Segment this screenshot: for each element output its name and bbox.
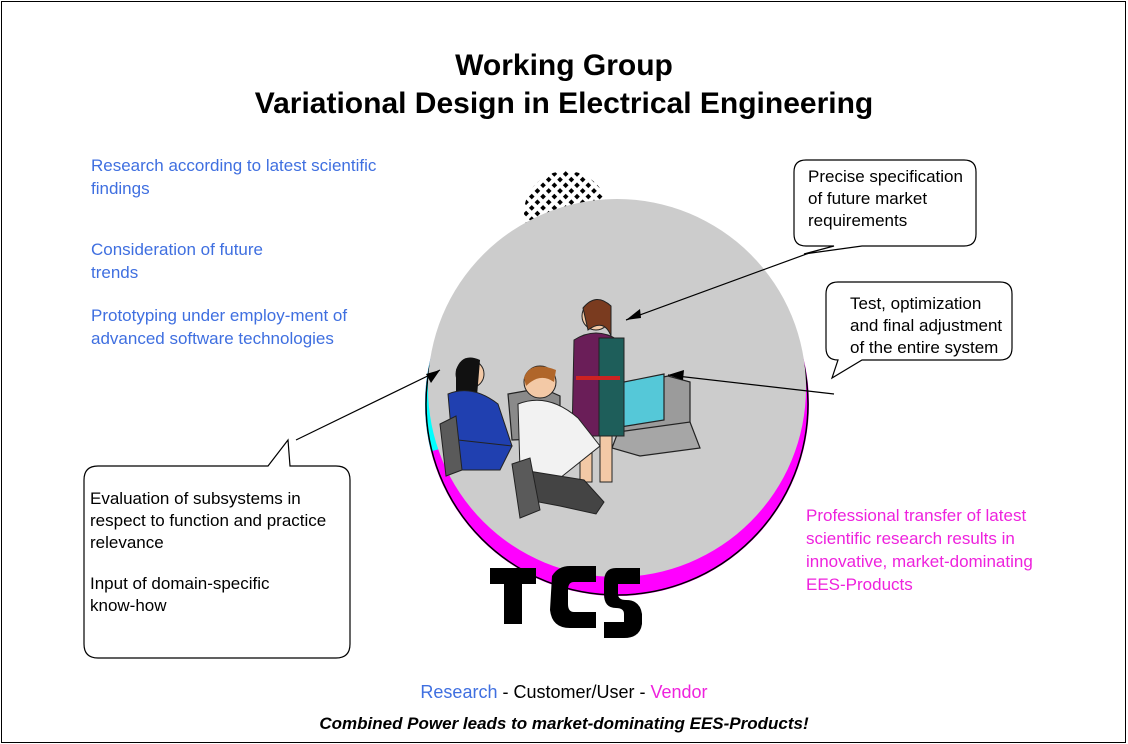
footer-research: Research bbox=[420, 682, 498, 702]
callout-input-text: Input of domain-specific know-how bbox=[90, 574, 270, 615]
note-trends: Consideration of future trends bbox=[91, 240, 263, 282]
office-workers-illustration bbox=[439, 299, 701, 519]
footer-vendor: Vendor bbox=[650, 682, 708, 702]
footer-sep-2: - bbox=[634, 682, 651, 702]
callout-evaluation bbox=[83, 369, 441, 659]
title-line-2: Variational Design in Electrical Enginee… bbox=[254, 87, 874, 120]
title-line-1: Working Group bbox=[455, 49, 673, 82]
note-research: Research according to latest scientific … bbox=[91, 156, 377, 198]
callout-test-text: Test, optimization and final adjustment … bbox=[850, 294, 1003, 357]
note-prototyping: Prototyping under employ-ment of advance… bbox=[91, 306, 348, 348]
callout-specification bbox=[625, 159, 977, 321]
callout-specification-text: Precise specification of future market r… bbox=[808, 167, 963, 230]
footer-roles: Research - Customer/User - Vendor bbox=[0, 682, 1128, 703]
footer-customer: Customer/User bbox=[513, 682, 635, 702]
footer-slogan: Combined Power leads to market-dominatin… bbox=[319, 714, 809, 733]
callout-test bbox=[667, 281, 1013, 395]
tcs-logo bbox=[490, 566, 642, 638]
note-transfer: Professional transfer of latest scientif… bbox=[806, 506, 1033, 594]
callout-evaluation-text: Evaluation of subsystems in respect to f… bbox=[90, 489, 327, 552]
footer-sep-1: - bbox=[497, 682, 514, 702]
